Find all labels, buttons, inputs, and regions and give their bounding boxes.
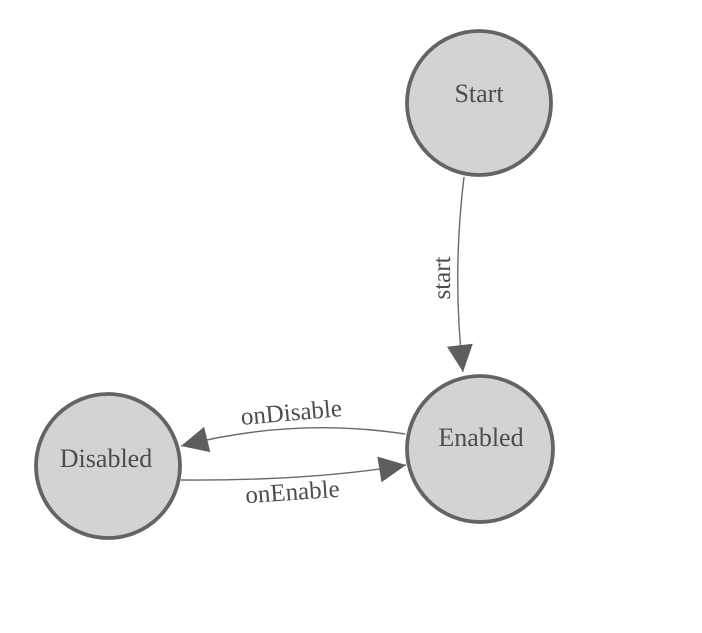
edge-enabled-to-disabled: onDisable	[180, 395, 406, 453]
arrowhead-into-enabled-left	[377, 456, 406, 483]
node-start[interactable]: Start	[405, 29, 553, 177]
node-disabled[interactable]: Disabled	[34, 392, 182, 540]
edge-line-disabled-to-enabled	[180, 464, 407, 481]
edge-line-enabled-to-disabled	[180, 427, 406, 447]
node-disabled-label: Disabled	[60, 444, 152, 473]
node-start-circle[interactable]	[405, 29, 553, 177]
arrowhead-into-disabled-right	[181, 426, 211, 453]
node-disabled-circle[interactable]	[34, 392, 182, 540]
edge-label-onenable: onEnable	[244, 476, 340, 510]
node-start-label: Start	[454, 79, 504, 108]
edge-line-start-to-enabled	[457, 176, 465, 373]
edge-disabled-to-enabled: onEnable	[180, 456, 407, 510]
edge-label-start: start	[429, 256, 456, 299]
node-enabled-circle[interactable]	[405, 374, 555, 524]
edge-start-to-enabled: start	[429, 176, 473, 373]
node-enabled[interactable]: Enabled	[405, 374, 555, 524]
node-enabled-label: Enabled	[438, 423, 523, 452]
edge-label-ondisable: onDisable	[240, 395, 343, 431]
arrowhead-into-enabled-top	[447, 343, 473, 372]
